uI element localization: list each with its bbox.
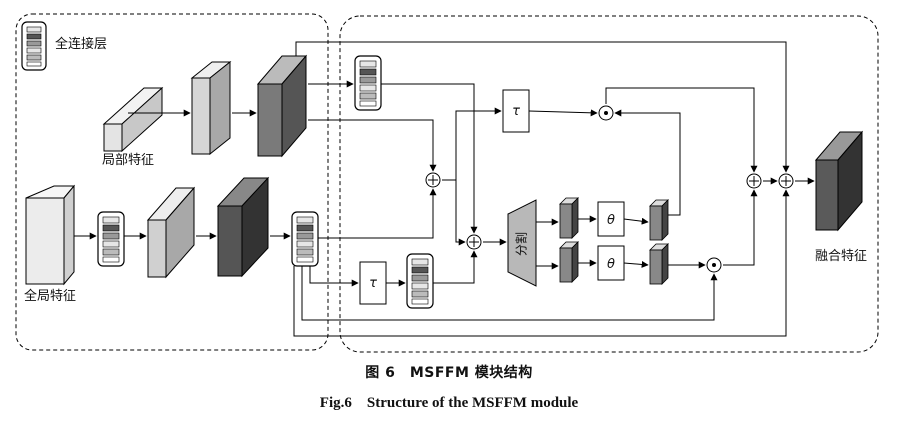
fc-legend-icon: [21, 21, 47, 71]
local-feature-block: [102, 86, 164, 153]
local-fc: [354, 55, 382, 111]
add-op-4: [778, 173, 794, 189]
slab-lower-1: [559, 241, 579, 283]
figure-caption-en: Fig.6 Structure of the MSFFM module: [319, 395, 579, 411]
global-conv-2: [216, 176, 270, 278]
slab-lower-2: [649, 243, 669, 285]
fusion-group: [339, 15, 879, 353]
tau-box-top: [502, 89, 530, 133]
local-conv-2: [256, 54, 308, 158]
global-fc-2: [291, 211, 319, 267]
fused-feature-label: 融合特征: [815, 249, 867, 264]
global-feature-label: 全局特征: [24, 288, 76, 304]
local-feature-label: 局部特征: [102, 153, 154, 168]
mul-op-2: [706, 257, 722, 273]
theta-label-top: θ: [607, 213, 615, 228]
fused-feature-block: [814, 130, 864, 232]
theta-label-bottom: θ: [607, 257, 615, 272]
split-block: [507, 199, 537, 287]
slab-upper-1: [559, 197, 579, 239]
mul-op-1: [598, 105, 614, 121]
global-conv-1: [146, 186, 196, 279]
global-feature-block: [25, 184, 76, 286]
split-label: 分割: [514, 232, 529, 256]
add-op-1: [425, 172, 441, 188]
global-fc-1: [97, 211, 125, 267]
tau-box-bottom: [359, 261, 387, 305]
tau-label-top: τ: [512, 104, 520, 119]
tau-fc: [406, 253, 434, 309]
feature-extraction-group: [15, 13, 329, 351]
figure-caption-cn: 图 6 MSFFM 模块结构: [365, 365, 533, 381]
slab-upper-2: [649, 199, 669, 241]
diagram-canvas: 全连接层 局部特征 全局特征: [15, 13, 879, 353]
local-conv-1: [190, 60, 232, 156]
add-op-2: [466, 234, 482, 250]
tau-label-bottom: τ: [369, 276, 377, 291]
add-op-3: [746, 173, 762, 189]
fc-legend-label: 全连接层: [55, 36, 107, 52]
connections: [74, 41, 815, 337]
